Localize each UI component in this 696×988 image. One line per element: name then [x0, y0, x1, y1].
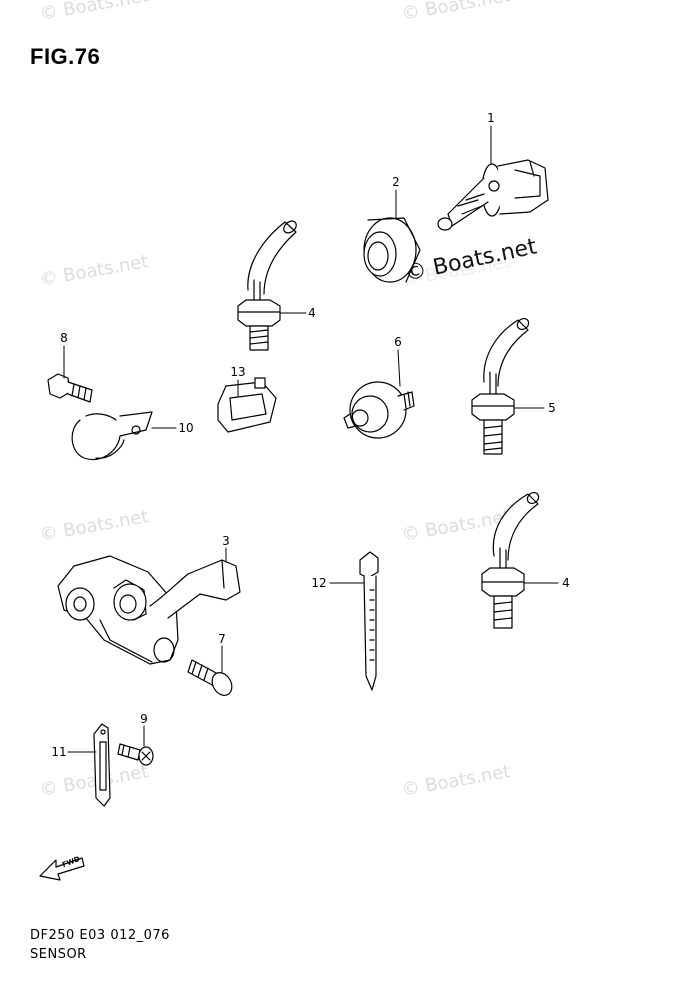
figure-code: DF250 E03 012_076: [30, 928, 170, 943]
part-12-cable-tie: [360, 552, 378, 690]
part-8-bolt: [48, 374, 92, 402]
callout-1: 1: [487, 111, 495, 125]
callout-8: 8: [60, 331, 68, 345]
part-13-clip: [218, 378, 276, 432]
callout-11: 11: [51, 745, 67, 759]
leader-lines: [63, 125, 559, 753]
callout-2: 2: [392, 175, 400, 189]
part-2-grommet: [364, 218, 420, 282]
callout-5: 5: [548, 401, 556, 415]
forward-arrow-icon: [39, 857, 85, 881]
figure-title: FIG.76: [30, 44, 101, 69]
part-5-sender: [472, 316, 531, 454]
part-11-strap: [94, 724, 110, 806]
part-9-screw: [118, 744, 153, 765]
part-4-sender-lower: [482, 490, 541, 628]
part-10-clamp: [72, 412, 152, 460]
callout-9: 9: [140, 712, 148, 726]
callout-6: 6: [394, 335, 402, 349]
callout-4-lower: 4: [562, 576, 570, 590]
part-7-screw: [188, 660, 236, 699]
part-3-sensor-bracket: [58, 556, 240, 664]
callout-12: 12: [311, 576, 327, 590]
callout-10: 10: [178, 421, 194, 435]
callout-13: 13: [230, 365, 246, 379]
part-6-knock-sensor: [344, 382, 414, 438]
callout-4: 4: [308, 306, 316, 320]
callout-3: 3: [222, 534, 230, 548]
part-1-sensor: [438, 160, 548, 230]
part-4-sender-top: [238, 219, 299, 350]
callout-7: 7: [218, 632, 226, 646]
section-title: SENSOR: [30, 947, 87, 962]
